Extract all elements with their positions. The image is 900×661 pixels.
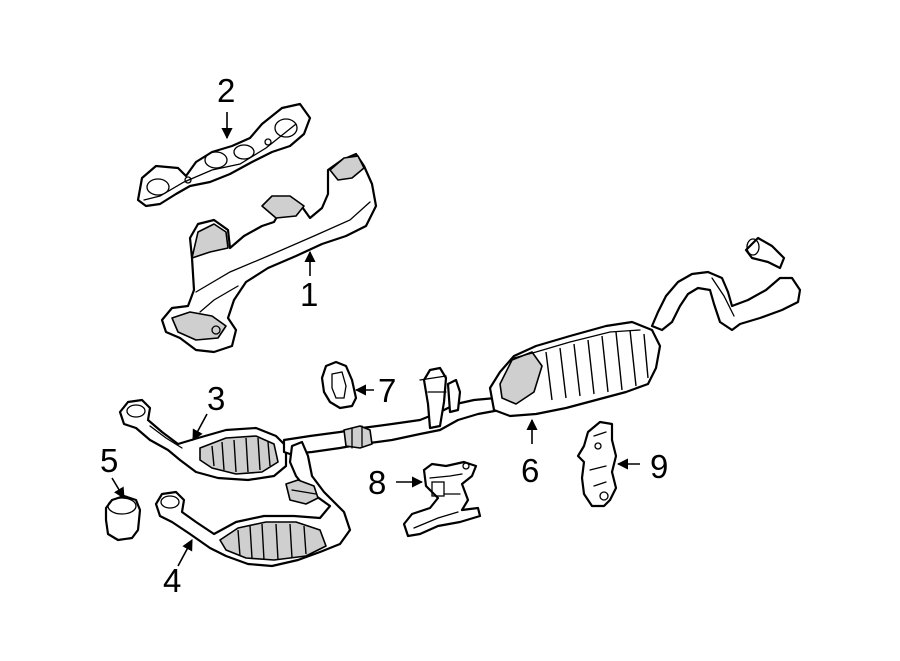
callout-labels: 1 2 3 4 5 6 7 8 9 xyxy=(100,72,668,599)
callout-label-7: 7 xyxy=(378,372,396,409)
callout-label-8: 8 xyxy=(368,464,386,501)
intermediate-pipe-part xyxy=(282,366,502,456)
callout-leader-5 xyxy=(111,477,125,499)
catalytic-converter-upper-part xyxy=(118,398,288,482)
hanger-bracket-part xyxy=(402,460,482,538)
callout-leader-3 xyxy=(192,413,208,441)
hanger-insulator-part xyxy=(320,360,358,410)
exhaust-manifold-part xyxy=(160,152,378,354)
callout-label-3: 3 xyxy=(207,380,225,417)
seal-sleeve-part xyxy=(104,494,142,542)
callout-label-2: 2 xyxy=(217,72,235,109)
catalytic-converter-lower-part xyxy=(154,440,352,568)
manifold-gasket-part xyxy=(136,102,312,208)
muffler-tailpipe-part xyxy=(488,236,802,418)
callout-label-5: 5 xyxy=(100,442,118,479)
callout-label-4: 4 xyxy=(163,562,181,599)
callout-label-1: 1 xyxy=(300,276,318,313)
callout-leader-4 xyxy=(177,539,193,567)
callout-label-9: 9 xyxy=(650,448,668,485)
callout-leaders xyxy=(111,112,640,567)
callout-label-6: 6 xyxy=(521,452,539,489)
muffler-bracket-part xyxy=(576,420,618,508)
